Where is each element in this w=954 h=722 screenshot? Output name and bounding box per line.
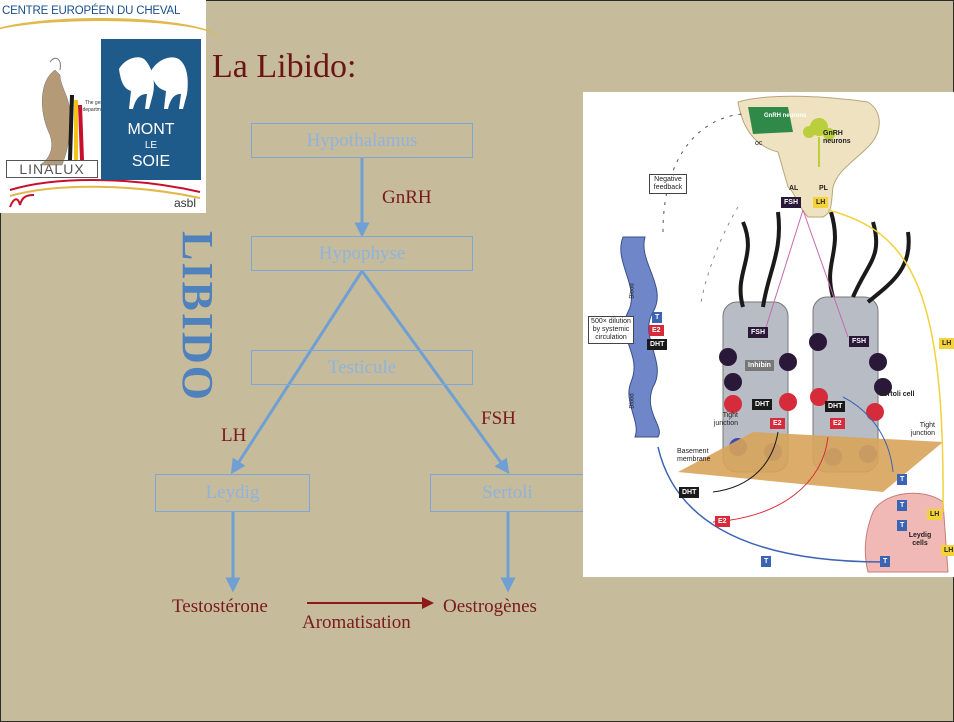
- fig-dilution: 500× dilution by systemic circulation: [588, 316, 634, 344]
- basement-floor: [678, 432, 943, 492]
- arrow-hypophyse-sertoli: [360, 270, 510, 475]
- fig-t-2: T: [897, 474, 908, 485]
- arrow-hypophyse-leydig: [230, 270, 364, 475]
- oestrogenes-label: Oestrogènes: [443, 596, 537, 617]
- logo-org-name: CENTRE EUROPÉEN DU CHEVAL: [2, 5, 181, 17]
- lh-label: LH: [221, 425, 247, 446]
- hypophyse-box: Hypophyse: [251, 236, 473, 271]
- fig-oc: oc: [755, 140, 763, 147]
- fig-gnrh-neurons-2: GnRH neurons: [823, 130, 851, 145]
- asbl-text: asbl: [174, 196, 197, 210]
- linalux-horse-emblem: [9, 57, 201, 199]
- fig-sertoli-cell: Sertoli cell: [879, 391, 915, 398]
- fig-t-6: T: [880, 556, 891, 567]
- logo-department-text: The genetic department of: [82, 100, 114, 113]
- fig-dht-3: DHT: [825, 401, 846, 412]
- fig-e2-2: E2: [770, 418, 785, 429]
- fig-e2-3: E2: [830, 418, 845, 429]
- fig-pl: PL: [819, 185, 828, 192]
- soie-text: SOIE: [131, 153, 171, 170]
- fig-t-3: T: [897, 500, 908, 511]
- fig-fsh-3: FSH: [849, 336, 869, 347]
- fsh-label: FSH: [481, 408, 516, 429]
- logo-gold-arc: [0, 18, 220, 61]
- fig-leydig-cells: Leydig cells: [908, 532, 932, 547]
- fig-t-1: T: [652, 312, 663, 323]
- aromatisation-label: Aromatisation: [302, 612, 411, 633]
- gnrh-label: GnRH: [382, 187, 432, 208]
- testosterone-label: Testostérone: [172, 596, 268, 617]
- fig-lh-2: LH: [939, 338, 954, 349]
- fig-lh-4: LH: [941, 545, 954, 556]
- hypothalamus-box: Hypothalamus: [251, 123, 473, 158]
- fig-dht-1: DHT: [647, 339, 668, 350]
- fig-lh-1: LH: [813, 197, 829, 208]
- swoosh-icon: [9, 194, 35, 208]
- fig-negative-feedback: Negative feedback: [649, 174, 687, 194]
- fig-tight-junction-2: Tight junction: [910, 422, 935, 437]
- fig-t-4: T: [897, 520, 908, 531]
- fig-fsh-1: FSH: [781, 197, 801, 208]
- fig-al: AL: [789, 185, 799, 192]
- linalux-wordmark: LINALUX: [6, 160, 98, 178]
- testis-physiology-figure: GnRH neurons GnRH neurons oc AL PL Negat…: [583, 92, 954, 577]
- libido-vertical-label: LIBIDO: [173, 231, 222, 402]
- fig-dht-2: DHT: [752, 399, 773, 410]
- testicule-box: Testicule: [251, 350, 473, 385]
- fig-e2-1: E2: [649, 325, 664, 336]
- slide-title: La Libido:: [212, 48, 357, 85]
- mont-le-soie-emblem: MONT LE SOIE: [101, 39, 201, 180]
- le-text: LE: [144, 140, 158, 151]
- negative-feedback-loop: [662, 113, 744, 233]
- fig-basement-membrane: Basement membrane: [677, 448, 711, 463]
- fig-t-5: T: [761, 556, 772, 567]
- leydig-box: Leydig: [155, 474, 310, 512]
- mont-text: MONT: [127, 121, 175, 138]
- centre-europeen-du-cheval-logo: CENTRE EUROPÉEN DU CHEVAL The genetic de…: [0, 0, 220, 213]
- fig-tight-junction-1: Tight junction: [713, 412, 738, 427]
- fig-lh-3: LH: [927, 509, 943, 520]
- sertoli-box: Sertoli: [430, 474, 585, 512]
- gnrh-neuron-cluster: [748, 107, 793, 134]
- fig-dht-4: DHT: [679, 487, 700, 498]
- fig-blood-2: Blood: [629, 393, 636, 409]
- horses-silhouette-icon: [119, 57, 188, 109]
- fig-gnrh-neurons-1: GnRH neurons: [764, 113, 807, 119]
- fig-fsh-2: FSH: [748, 327, 768, 338]
- fig-inhibin: Inhibin: [745, 360, 774, 371]
- fig-blood-1: Blood: [629, 283, 636, 299]
- fig-e2-4: E2: [715, 516, 730, 527]
